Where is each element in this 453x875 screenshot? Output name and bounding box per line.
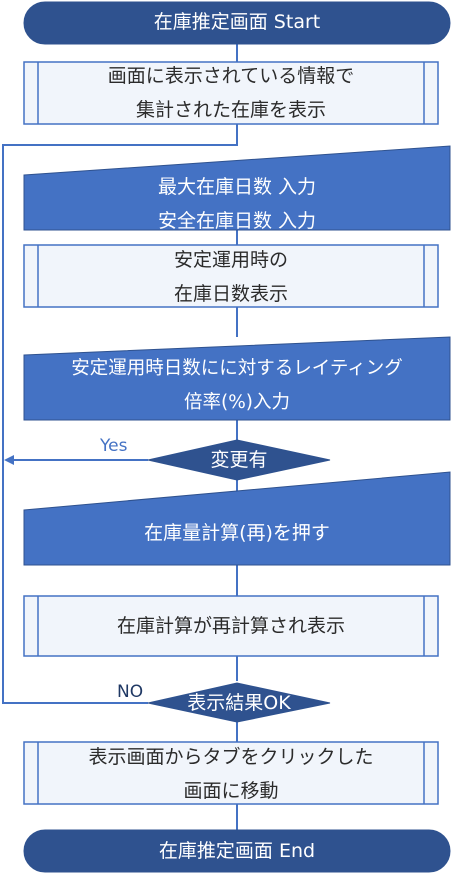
process-show-summary <box>23 61 439 125</box>
press-recalc-text: 在庫量計算(再)を押す <box>144 522 330 544</box>
move-tab-line-2: 画面に移動 <box>183 780 279 802</box>
decision-changed-shape <box>147 439 331 481</box>
input-rating-label: 安定運用時日数にに対するレイティング 倍率(%)入力 <box>24 352 450 420</box>
input-days-label: 最大在庫日数 入力 安全在庫日数 入力 <box>24 170 450 238</box>
show-stable-line-2: 在庫日数表示 <box>173 283 288 305</box>
decision-changed-label: 変更有 <box>148 443 330 477</box>
decision-changed-text: 変更有 <box>210 449 268 471</box>
input-days-line-2: 安全在庫日数 入力 <box>157 210 317 232</box>
press-recalc-shape <box>23 471 451 566</box>
decision-result-ok-shape <box>147 682 331 723</box>
no-edge-label: NO <box>117 682 144 702</box>
process-show-stable <box>23 244 439 308</box>
move-tab-line-1: 表示画面からタブをクリックした <box>88 746 374 768</box>
input-days-line-1: 最大在庫日数 入力 <box>157 176 317 198</box>
start-label: 在庫推定画面 Start <box>24 5 450 39</box>
yes-edge-label: Yes <box>100 436 128 456</box>
decision-result-ok-label: 表示結果OK <box>148 686 330 720</box>
no-loop-line <box>2 144 237 704</box>
end-label: 在庫推定画面 End <box>24 834 450 868</box>
press-recalc-label: 在庫量計算(再)を押す <box>24 516 450 550</box>
show-stable-line-1: 安定運用時の <box>173 249 288 271</box>
process-recalc-show <box>23 595 439 657</box>
input-rating-line-2: 倍率(%)入力 <box>183 392 290 413</box>
move-tab-label: 表示画面からタブをクリックした 画面に移動 <box>24 740 438 808</box>
end-terminal <box>23 829 451 873</box>
input-rating-line-1: 安定運用時日数にに対するレイティング <box>71 358 403 379</box>
end-label-line: 在庫推定画面 End <box>158 840 316 862</box>
process-move-tab <box>23 741 439 805</box>
start-terminal <box>23 1 451 45</box>
start-label-line: 在庫推定画面 Start <box>153 11 321 33</box>
decision-result-ok-text: 表示結果OK <box>187 692 291 714</box>
show-summary-line-2: 集計された在庫を表示 <box>135 99 326 121</box>
show-summary-label: 画面に表示されている情報で 集計された在庫を表示 <box>24 59 438 127</box>
recalc-show-label: 在庫計算が再計算され表示 <box>24 609 438 643</box>
input-days-shape <box>23 145 451 231</box>
input-rating-shape <box>23 336 451 421</box>
yes-arrowhead <box>4 455 14 465</box>
recalc-show-text: 在庫計算が再計算され表示 <box>116 615 345 637</box>
show-summary-line-1: 画面に表示されている情報で <box>107 65 355 87</box>
show-stable-label: 安定運用時の 在庫日数表示 <box>24 243 438 311</box>
